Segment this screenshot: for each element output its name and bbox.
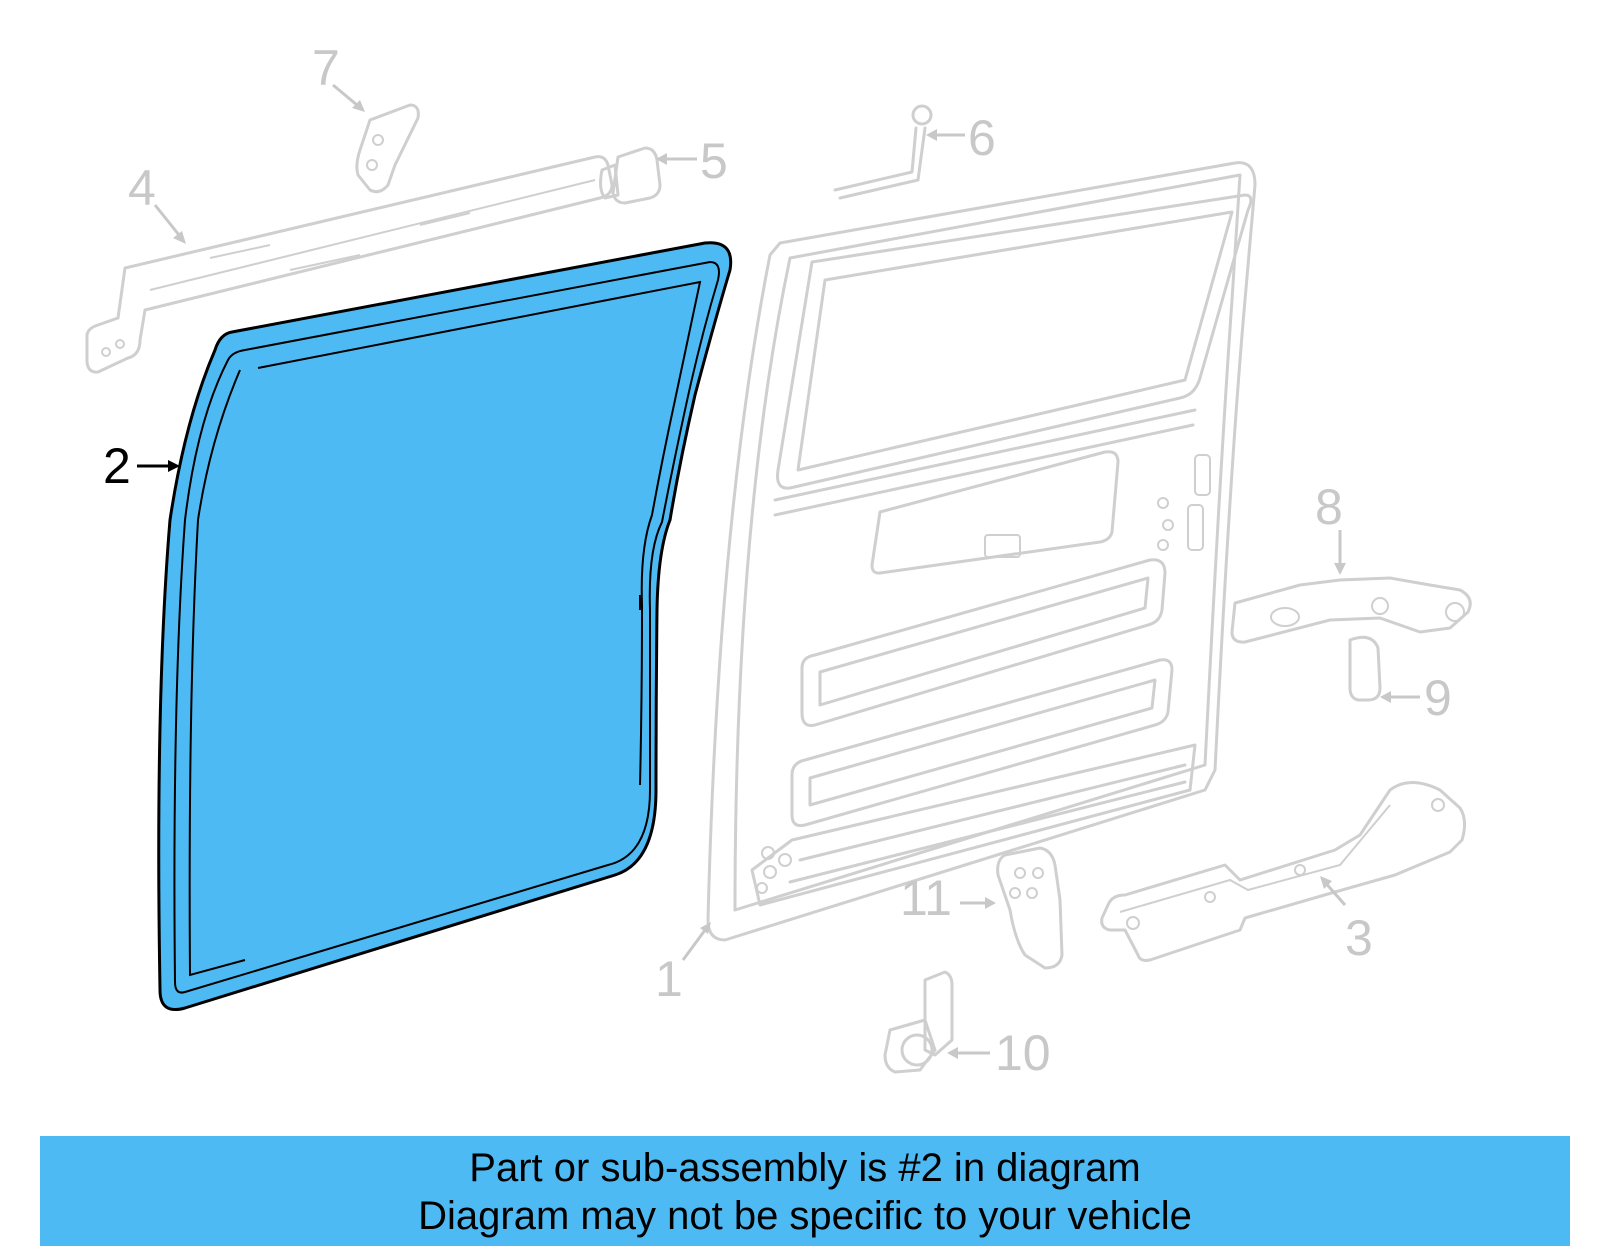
callout-11[interactable]: 11 <box>900 870 952 926</box>
callout-8[interactable]: 8 <box>1315 479 1343 535</box>
roller-part-5 <box>599 146 662 205</box>
lower-track-part-3 <box>1100 781 1467 962</box>
parts-diagram: 7 4 5 6 2 8 9 3 11 1 10 <box>85 40 1472 1081</box>
callout-7[interactable]: 7 <box>312 40 340 96</box>
callout-2[interactable]: 2 <box>103 438 131 494</box>
hinge-bracket-part-8 <box>1230 576 1472 644</box>
pin-part-9 <box>1348 635 1382 702</box>
door-shell-part-1 <box>706 161 1257 942</box>
callout-3[interactable]: 3 <box>1345 910 1373 966</box>
callout-4[interactable]: 4 <box>128 160 156 216</box>
bracket-part-11 <box>996 846 1064 970</box>
callout-1[interactable]: 1 <box>655 951 683 1007</box>
weatherstrip-part-2[interactable] <box>157 241 733 1011</box>
rod-part-6 <box>833 104 933 200</box>
callout-10[interactable]: 10 <box>995 1025 1051 1081</box>
leader-arrow-part-2 <box>137 460 180 472</box>
callout-9[interactable]: 9 <box>1424 670 1452 726</box>
callout-5[interactable]: 5 <box>700 133 728 189</box>
caption-line-1: Part or sub-assembly is #2 in diagram <box>469 1146 1141 1190</box>
callout-6[interactable]: 6 <box>968 110 996 166</box>
upper-track-part-4 <box>85 155 614 374</box>
caption-banner: Part or sub-assembly is #2 in diagram Di… <box>40 1136 1570 1246</box>
roller-bracket-part-10 <box>883 970 954 1074</box>
bracket-part-7 <box>355 103 420 194</box>
caption-line-2: Diagram may not be specific to your vehi… <box>418 1194 1192 1238</box>
leader-arrows <box>153 83 1420 1059</box>
